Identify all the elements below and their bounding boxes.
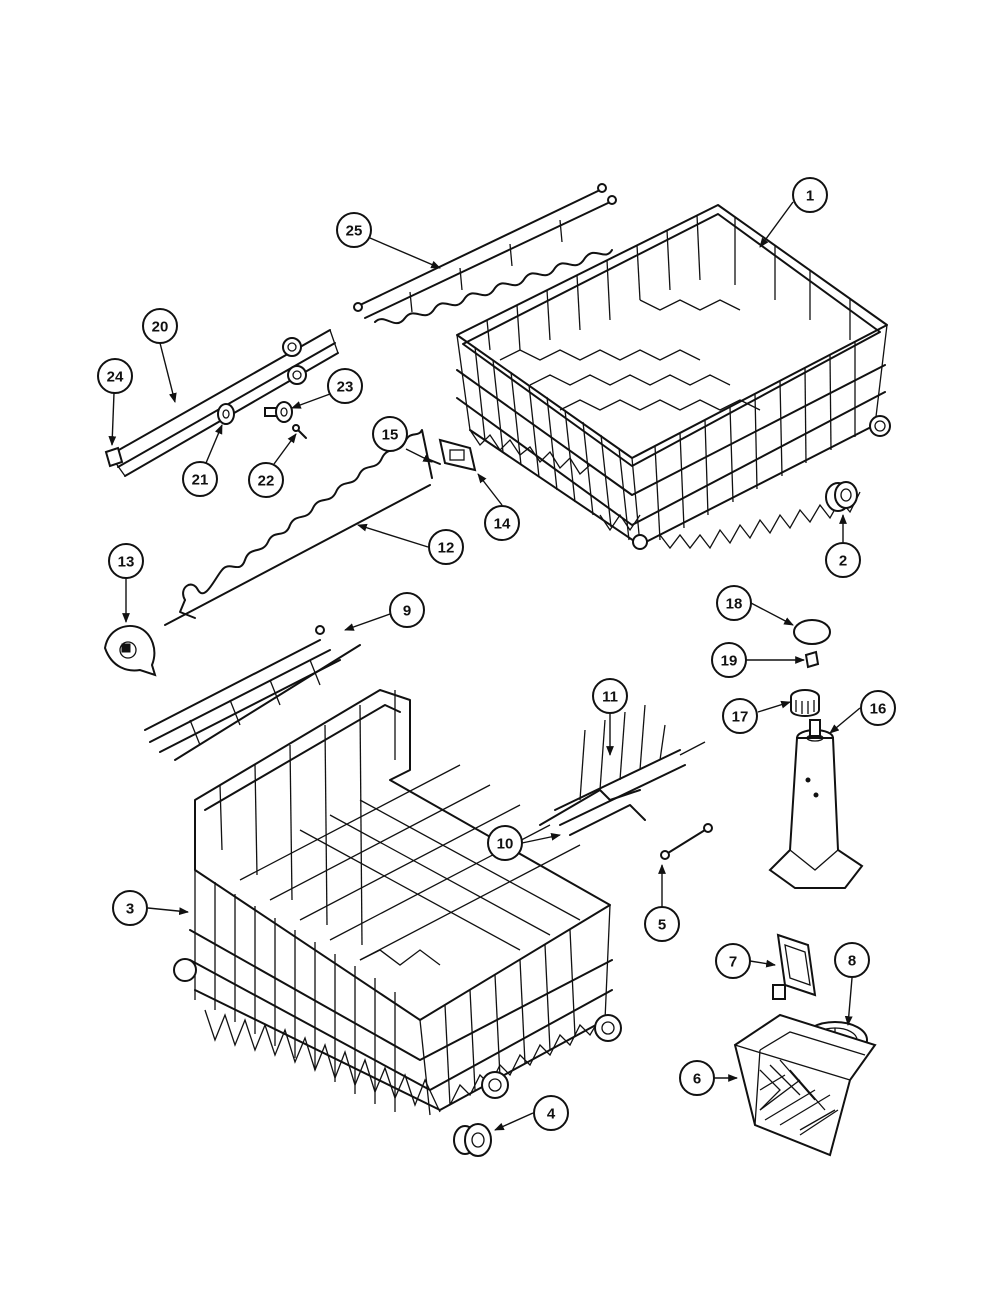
coupling-part-17 [790,689,820,717]
tine-assembly-part-9 [144,625,361,761]
callout-9: 9 [389,592,425,628]
leader-lines [108,201,861,1131]
callout-5-label: 5 [658,917,666,934]
callout-1-label: 1 [806,188,814,205]
callout-12-label: 12 [438,540,455,557]
callout-17: 17 [722,698,758,734]
track-wheel-part-21 [217,403,235,425]
callout-20: 20 [142,308,178,344]
callout-22: 22 [248,462,284,498]
callout-10-label: 10 [497,836,514,853]
spray-tower-part-16 [768,719,864,889]
callout-8: 8 [834,942,870,978]
callout-16: 16 [860,690,896,726]
callout-18-label: 18 [726,596,743,613]
callout-24-label: 24 [107,369,124,386]
callout-25: 25 [336,212,372,248]
callout-20-label: 20 [152,319,169,336]
callout-15-label: 15 [382,427,399,444]
callout-14-label: 14 [494,516,511,533]
callout-7-label: 7 [729,954,737,971]
nut-part-19 [804,650,820,669]
callout-21-label: 21 [192,472,209,489]
wheel-part-23 [264,401,293,423]
bracket-part-13 [103,625,157,677]
end-cap-part-24 [104,446,124,468]
callout-17-label: 17 [732,709,749,726]
tine-rod-part-10 [539,789,646,836]
callout-22-label: 22 [258,473,275,490]
callout-24: 24 [97,358,133,394]
callout-13-label: 13 [118,554,135,571]
callout-16-label: 16 [870,701,887,718]
clip-part-14 [438,438,477,472]
wheel-part-4 [453,1123,492,1157]
callout-19-label: 19 [721,653,738,670]
callout-11: 11 [592,678,628,714]
callout-7: 7 [715,943,751,979]
callout-3-label: 3 [126,901,134,918]
callout-2: 2 [825,542,861,578]
callout-6-label: 6 [693,1071,701,1088]
callout-4: 4 [533,1095,569,1131]
callout-14: 14 [484,505,520,541]
callout-15: 15 [372,416,408,452]
pin-part-22 [292,424,307,439]
cap-part-18 [793,619,831,645]
tine-wire-part-12 [164,429,433,626]
callout-21: 21 [182,461,218,497]
callout-23-label: 23 [337,379,354,396]
basket-handle-part-7 [772,933,817,1000]
callout-1: 1 [792,177,828,213]
pin-part-5 [660,823,713,860]
upper-rack [456,204,891,550]
callout-6: 6 [679,1060,715,1096]
cutlery-basket-part-6 [733,1013,877,1157]
callout-3: 3 [112,890,148,926]
callout-2-label: 2 [839,553,847,570]
fold-down-tines-part-11 [554,704,706,826]
callout-5: 5 [644,906,680,942]
callout-12: 12 [428,529,464,565]
callout-10: 10 [487,825,523,861]
lower-rack [173,689,622,1116]
roller-part-2 [825,481,858,512]
callout-4-label: 4 [547,1106,556,1123]
callout-13: 13 [108,543,144,579]
callout-8-label: 8 [848,953,856,970]
callout-23: 23 [327,368,363,404]
callout-18: 18 [716,585,752,621]
callout-9-label: 9 [403,603,411,620]
tine-row-part-25 [353,183,617,325]
callout-19: 19 [711,642,747,678]
callout-25-label: 25 [346,223,363,240]
callout-11-label: 11 [602,689,618,706]
